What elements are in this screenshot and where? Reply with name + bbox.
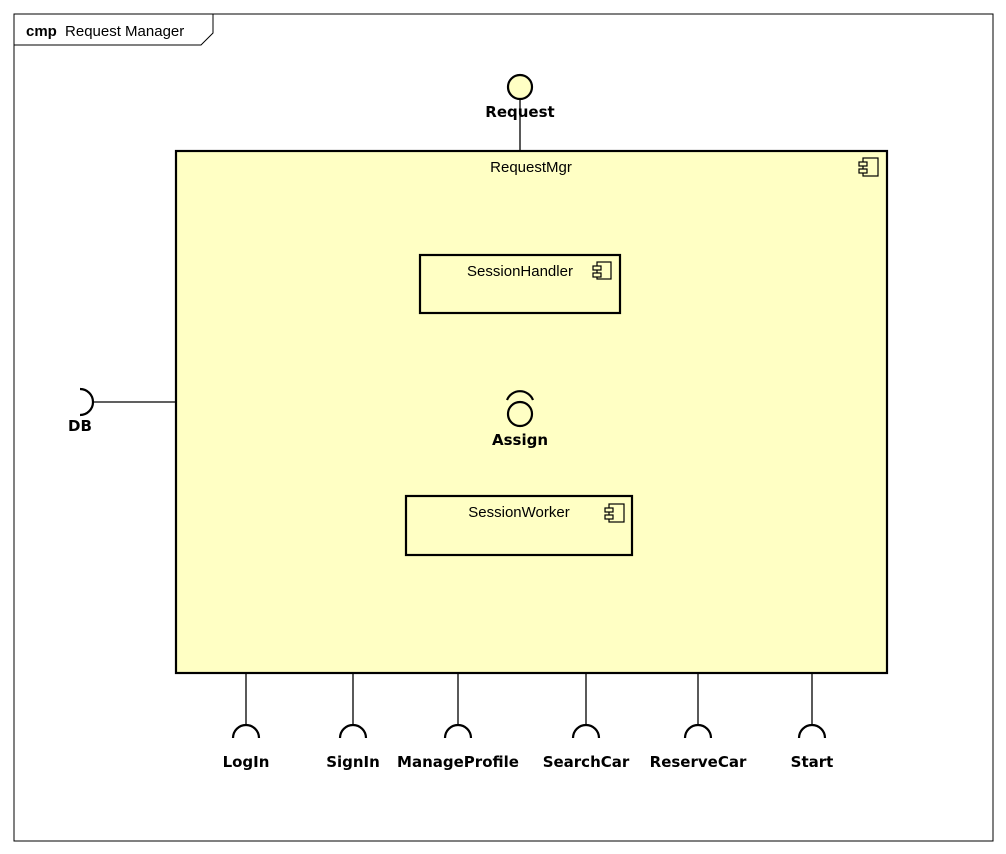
assign-socket bbox=[505, 390, 535, 401]
sessionworker-label: SessionWorker bbox=[468, 504, 569, 521]
component-icon bbox=[604, 503, 625, 523]
sessionhandler-box bbox=[418, 253, 622, 315]
login-interface[interactable]: LogIn bbox=[223, 723, 270, 771]
sessionhandler-label: SessionHandler bbox=[467, 263, 573, 280]
assign-interface[interactable]: Assign bbox=[492, 390, 548, 449]
start-label: Start bbox=[791, 753, 834, 771]
start-socket bbox=[797, 723, 827, 739]
db-socket bbox=[79, 387, 95, 417]
request-interface[interactable]: Request bbox=[485, 73, 555, 121]
assign-lollipop bbox=[506, 400, 534, 428]
manageprofile-label: ManageProfile bbox=[397, 753, 519, 771]
frame-name: Request Manager bbox=[65, 23, 184, 40]
login-socket bbox=[231, 723, 261, 739]
frame-title: cmp Request Manager bbox=[26, 23, 184, 40]
manageprofile-interface[interactable]: ManageProfile bbox=[397, 723, 519, 771]
frame-keyword: cmp bbox=[26, 23, 57, 40]
db-label: DB bbox=[68, 417, 92, 435]
component-icon bbox=[858, 157, 879, 177]
component-icon bbox=[592, 261, 612, 280]
start-interface[interactable]: Start bbox=[791, 723, 834, 771]
request-lollipop bbox=[506, 73, 534, 101]
sessionworker-box bbox=[404, 494, 634, 557]
requestmgr-label: RequestMgr bbox=[490, 159, 572, 176]
request-label: Request bbox=[485, 103, 554, 121]
reservecar-label: ReserveCar bbox=[650, 753, 747, 771]
searchcar-socket bbox=[571, 723, 601, 739]
reservecar-interface[interactable]: ReserveCar bbox=[650, 723, 747, 771]
searchcar-label: SearchCar bbox=[543, 753, 630, 771]
frame-tab bbox=[14, 14, 214, 46]
signin-socket bbox=[338, 723, 368, 739]
assign-label: Assign bbox=[492, 431, 548, 449]
reservecar-socket bbox=[683, 723, 713, 739]
searchcar-interface[interactable]: SearchCar bbox=[543, 723, 630, 771]
sessionworker-component[interactable]: SessionWorker bbox=[404, 494, 634, 557]
signin-interface[interactable]: SignIn bbox=[326, 723, 380, 771]
db-interface[interactable]: DB bbox=[68, 387, 95, 435]
sessionhandler-component[interactable]: SessionHandler bbox=[418, 253, 622, 315]
signin-label: SignIn bbox=[326, 753, 380, 771]
login-label: LogIn bbox=[223, 753, 270, 771]
manageprofile-socket bbox=[443, 723, 473, 739]
